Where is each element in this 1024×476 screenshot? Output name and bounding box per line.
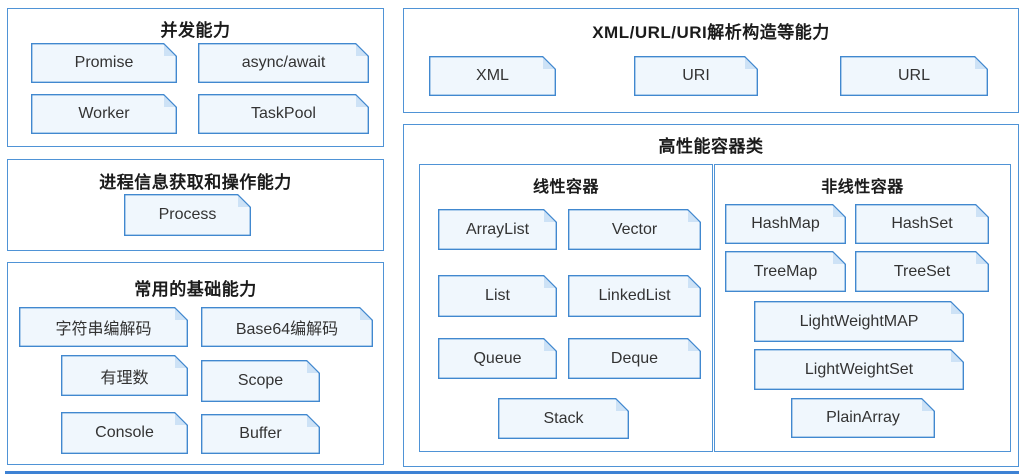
chip-stack: Stack	[498, 398, 629, 439]
chip-console: Console	[61, 412, 188, 454]
chip-label: async/await	[241, 54, 326, 71]
chip-linkedlist: LinkedList	[568, 275, 701, 317]
chip-queue: Queue	[438, 338, 557, 379]
cropped-panel-top-border	[5, 471, 1019, 474]
chip-string-codec: 字符串编解码	[19, 307, 188, 347]
panel-title-process: 进程信息获取和操作能力	[99, 173, 292, 192]
chip-worker: Worker	[31, 94, 177, 134]
chip-deque: Deque	[568, 338, 701, 379]
subpanel-title-nonlinear: 非线性容器	[821, 179, 904, 196]
chip-label: PlainArray	[826, 409, 900, 426]
panel-title-containers: 高性能容器类	[658, 137, 764, 156]
chip-label: Queue	[473, 349, 522, 367]
chip-label: 有理数	[100, 369, 149, 387]
chip-url: URL	[840, 56, 988, 96]
chip-treeset: TreeSet	[855, 251, 989, 292]
chip-rational: 有理数	[61, 355, 188, 396]
chip-async-await: async/await	[198, 43, 369, 83]
panel-process: 进程信息获取和操作能力 Process	[7, 159, 384, 251]
chip-label: TaskPool	[251, 105, 316, 122]
chip-label: 字符串编解码	[55, 321, 152, 338]
chip-arraylist: ArrayList	[438, 209, 557, 250]
chip-hashset: HashSet	[855, 204, 989, 244]
chip-label: Scope	[237, 372, 284, 389]
chip-buffer: Buffer	[201, 414, 320, 454]
chip-label: List	[485, 287, 510, 304]
chip-label: Console	[95, 424, 154, 441]
chip-taskpool: TaskPool	[198, 94, 369, 134]
chip-label: TreeMap	[753, 262, 818, 280]
subpanel-nonlinear-containers: 非线性容器 HashMap HashSet TreeMap TreeSet Li…	[714, 164, 1011, 452]
chip-label: ArrayList	[465, 220, 530, 238]
chip-list: List	[438, 275, 557, 317]
chip-label: XML	[476, 67, 509, 84]
panel-title-xml-url-uri: XML/URL/URI解析构造等能力	[592, 23, 830, 42]
chip-promise: Promise	[31, 43, 177, 83]
chip-label: URI	[682, 67, 710, 84]
chip-label: Process	[158, 206, 217, 223]
chip-label: TreeSet	[893, 262, 951, 280]
chip-plainarray: PlainArray	[791, 398, 935, 438]
chip-lightweightmap: LightWeightMAP	[754, 301, 964, 342]
chip-label: Worker	[78, 105, 130, 122]
chip-vector: Vector	[568, 209, 701, 250]
chip-label: HashMap	[751, 215, 820, 232]
panel-concurrency: 并发能力 Promise async/await Worker TaskPool	[7, 8, 384, 147]
chip-label: LightWeightMAP	[799, 312, 919, 330]
panel-title-basic: 常用的基础能力	[134, 280, 257, 299]
panel-basic: 常用的基础能力 字符串编解码 Base64编解码 有理数 Scope Conso…	[7, 262, 384, 465]
chip-uri: URI	[634, 56, 758, 96]
chip-label: Base64编解码	[235, 321, 339, 338]
chip-label: LightWeightSet	[804, 360, 914, 378]
chip-label: Stack	[543, 409, 584, 427]
chip-label: HashSet	[891, 215, 953, 232]
chip-scope: Scope	[201, 360, 320, 402]
chip-lightweightset: LightWeightSet	[754, 349, 964, 390]
chip-label: LinkedList	[598, 287, 671, 304]
panel-containers: 高性能容器类 线性容器 ArrayList Vector List Linked…	[403, 124, 1019, 467]
chip-treemap: TreeMap	[725, 251, 846, 292]
subpanel-title-linear: 线性容器	[532, 179, 599, 196]
chip-process: Process	[124, 194, 251, 236]
chip-label: Deque	[610, 349, 659, 367]
chip-hashmap: HashMap	[725, 204, 846, 244]
chip-label: Buffer	[239, 425, 282, 442]
panel-xml-url-uri: XML/URL/URI解析构造等能力 XML URI URL	[403, 8, 1019, 113]
chip-label: Promise	[74, 54, 134, 71]
chip-label: Vector	[611, 220, 658, 238]
chip-label: URL	[897, 67, 930, 84]
chip-xml: XML	[429, 56, 556, 96]
panel-title-concurrency: 并发能力	[160, 21, 231, 40]
chip-base64-codec: Base64编解码	[201, 307, 373, 347]
subpanel-linear-containers: 线性容器 ArrayList Vector List LinkedList Qu…	[419, 164, 713, 452]
